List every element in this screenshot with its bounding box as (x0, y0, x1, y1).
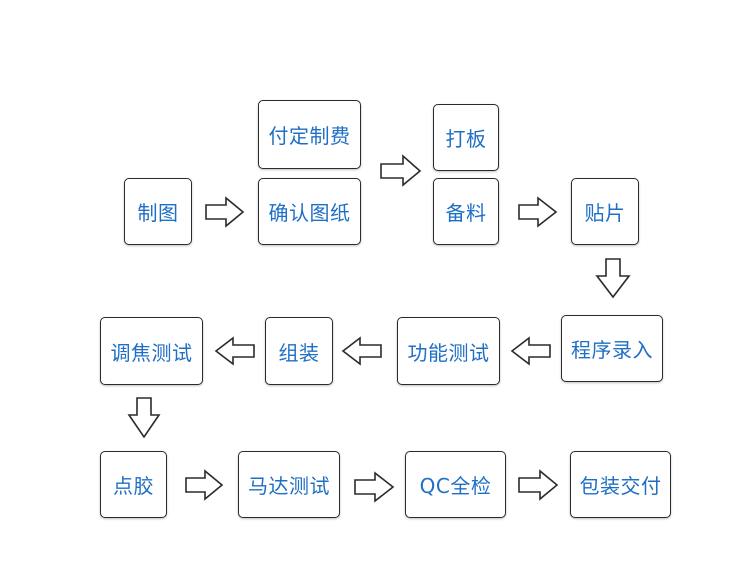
step-packaging: 包装交付 (570, 451, 671, 518)
arrow-assembly-to-focus-test (214, 336, 255, 366)
arrow-drawing-to-confirm (205, 196, 245, 228)
arrow-focus-test-to-glue (127, 397, 161, 439)
step-smt: 贴片 (571, 178, 639, 245)
step-programming: 程序录入 (561, 315, 663, 382)
step-focus-test: 调焦测试 (100, 317, 203, 385)
arrow-smt-to-programming (595, 258, 631, 299)
step-drawing: 制图 (124, 178, 192, 245)
step-motor-test: 马达测试 (238, 451, 340, 518)
arrow-qc-to-packaging (518, 469, 559, 501)
step-qc: QC全检 (405, 451, 506, 518)
step-function-test: 功能测试 (397, 317, 500, 385)
arrow-motor-test-to-qc (354, 471, 395, 503)
step-glue: 点胶 (100, 451, 167, 518)
step-assembly: 组装 (265, 317, 333, 385)
step-materials: 备料 (433, 178, 499, 245)
step-proof: 打板 (433, 104, 499, 171)
arrow-programming-to-function-test (510, 336, 551, 366)
arrow-materials-to-smt (518, 196, 558, 228)
step-deposit: 付定制费 (258, 100, 361, 169)
step-confirm-drawing: 确认图纸 (258, 178, 361, 245)
arrow-confirm-to-proof (380, 154, 422, 187)
arrow-function-test-to-assembly (341, 336, 382, 366)
arrow-glue-to-motor-test (185, 469, 224, 501)
